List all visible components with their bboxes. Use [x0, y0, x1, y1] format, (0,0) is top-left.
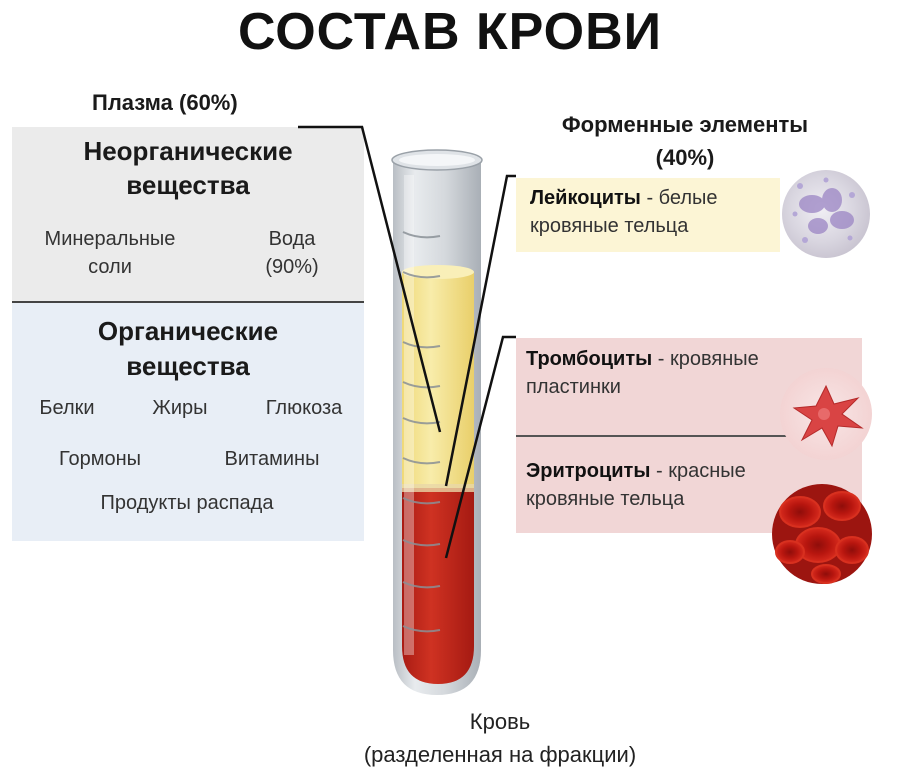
plasma-surface — [402, 265, 474, 279]
organic-item: Гормоны — [58, 448, 142, 470]
leukocyte-band — [516, 178, 780, 252]
formed-leader-line — [444, 174, 516, 487]
formed-elements-heading: Форменные элементы (40%) — [505, 108, 865, 174]
erythrocyte-icon — [772, 484, 872, 584]
leader-lines — [298, 125, 516, 559]
tube-highlight — [404, 175, 414, 655]
cells-leader-line — [444, 335, 516, 559]
organic-title-2: вещества — [126, 351, 250, 381]
thrombocyte-text: Тромбоциты - кровяные пластинки — [526, 345, 826, 401]
tube-opening — [399, 154, 475, 166]
tube-caption-2: (разделенная на фракции) — [363, 742, 637, 767]
organic-item: Белки — [39, 397, 95, 419]
organic-item: Витамины — [224, 448, 320, 470]
inorganic-title-2: вещества — [126, 170, 250, 200]
leukocyte-desc-1: - белые — [646, 187, 718, 209]
water-2: (90%) — [265, 256, 319, 278]
leukocyte-desc-2: кровяные тельца — [530, 215, 689, 237]
inorganic-panel: Неорганические вещества Минеральные соли… — [12, 127, 364, 301]
organic-item: Глюкоза — [265, 397, 343, 419]
tube-caption-1: Кровь — [469, 709, 531, 734]
leukocyte-text: Лейкоциты - белые кровяные тельца — [530, 184, 780, 240]
leukocyte-name: Лейкоциты — [530, 187, 641, 209]
erythrocyte-desc-1: - красные — [656, 460, 746, 482]
thrombocyte-desc-2: пластинки — [526, 376, 621, 398]
mineral-salts-2: соли — [88, 256, 132, 278]
thrombocyte-icon — [780, 368, 872, 460]
water-1: Вода — [268, 228, 316, 250]
plasma-leader-line — [298, 125, 442, 433]
erythrocyte-text: Эритроциты - красные кровяные тельца — [526, 457, 826, 513]
mineral-salts-1: Минеральные — [44, 228, 176, 250]
erythrocyte-name: Эритроциты — [526, 460, 651, 482]
panel-divider — [12, 301, 364, 303]
inorganic-title-1: Неорганические — [83, 136, 293, 166]
thrombocyte-name: Тромбоциты — [526, 348, 653, 370]
test-tube — [391, 149, 483, 695]
organic-item: Продукты распада — [100, 492, 274, 514]
plasma-heading: Плазма (60%) — [92, 90, 238, 115]
formed-heading-1: Форменные элементы — [561, 112, 809, 137]
thrombocyte-desc-1: - кровяные — [657, 348, 759, 370]
buffy-coat — [402, 484, 474, 492]
tube-caption: Кровь (разделенная на фракции) — [300, 705, 700, 771]
graduation-marks — [402, 231, 441, 633]
organic-title-1: Органические — [97, 316, 279, 346]
cells-divider — [516, 435, 862, 437]
organic-item: Жиры — [152, 397, 208, 419]
leukocyte-icon — [782, 170, 870, 258]
formed-heading-2: (40%) — [655, 145, 715, 170]
plasma-layer — [402, 272, 474, 490]
page-title: СОСТАВ КРОВИ — [237, 3, 663, 61]
organic-panel: Органические вещества Белки Жиры Глюкоза… — [12, 303, 364, 541]
erythrocyte-desc-2: кровяные тельца — [526, 488, 685, 510]
